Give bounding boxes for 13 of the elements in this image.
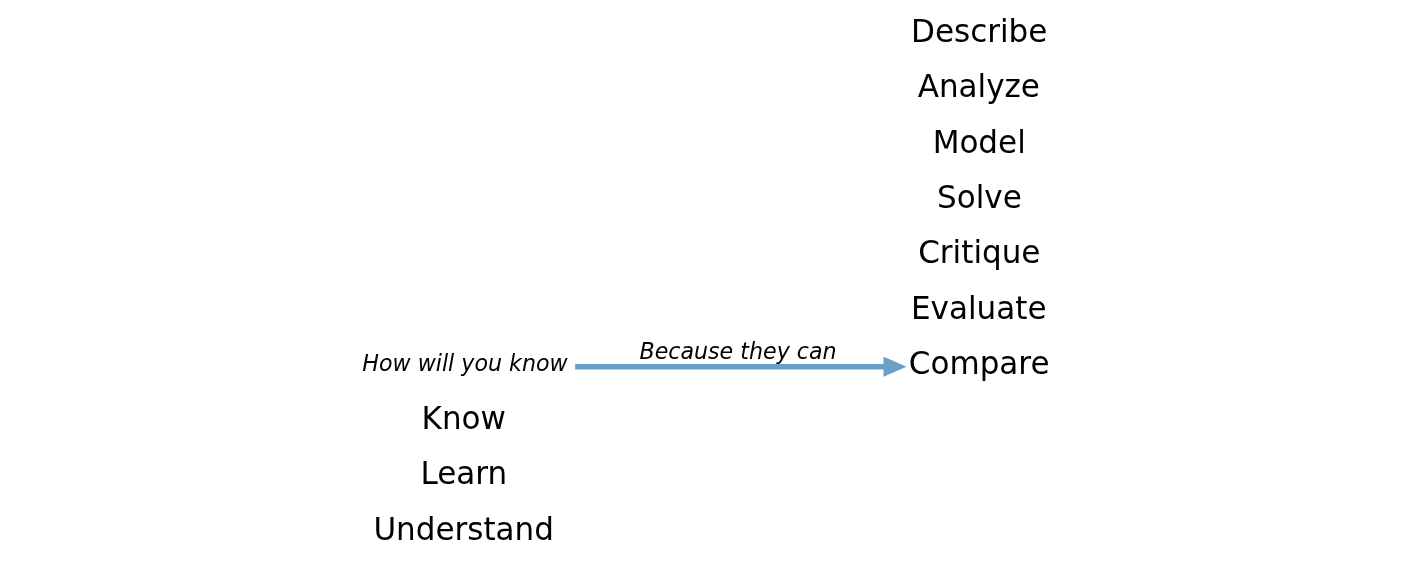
label: Critique	[917, 234, 1040, 271]
label: Analyze	[917, 68, 1040, 105]
label: Understand	[372, 510, 554, 547]
label: Learn	[420, 455, 507, 492]
label: Know	[421, 399, 506, 436]
node-text: How will you know	[361, 350, 568, 377]
label: Solve	[936, 179, 1022, 216]
arrow	[574, 356, 906, 377]
edge-label: Because they can	[638, 337, 837, 364]
label: Describe	[910, 12, 1047, 49]
node-text: Compare	[908, 345, 1050, 382]
label: Evaluate	[910, 289, 1047, 326]
label: Model	[932, 123, 1026, 160]
